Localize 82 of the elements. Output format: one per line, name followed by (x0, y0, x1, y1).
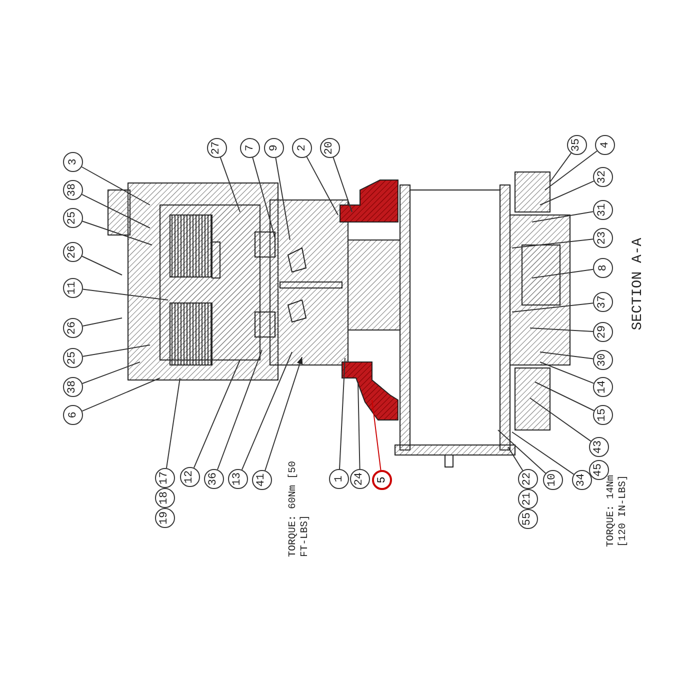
callout-number: 11 (63, 278, 83, 298)
leader-line (508, 446, 524, 472)
leader-line (82, 318, 122, 326)
callout-number: 30 (593, 350, 613, 370)
torque-note: TORQUE: 14Nm [120 IN-LBS] (606, 474, 630, 547)
callout-number: 34 (572, 470, 592, 490)
leader-line (82, 344, 150, 357)
callout-number: 24 (350, 469, 370, 489)
callout-number: 12 (180, 467, 200, 487)
leader-line (306, 156, 338, 216)
leader-line (512, 302, 594, 312)
callout-number: 43 (589, 437, 609, 457)
callout-number: 22 (518, 469, 538, 489)
leader-line (166, 378, 180, 469)
leader-line (264, 356, 303, 471)
callout-number: 26 (63, 318, 83, 338)
leader-line (372, 400, 382, 471)
leader-line (550, 152, 572, 182)
leader-line (220, 156, 240, 212)
leader-line (512, 432, 574, 475)
leader-line (82, 362, 140, 384)
leader-line (82, 220, 152, 246)
leader-line (193, 360, 240, 468)
callout-number: 31 (593, 200, 613, 220)
callout-number: 1 (329, 469, 349, 489)
callout-number: 23 (593, 228, 613, 248)
leader-line (252, 157, 276, 238)
leader-line (544, 150, 598, 190)
callout-number: 29 (593, 322, 613, 342)
leader-line (530, 328, 594, 332)
callout-number: 26 (63, 242, 83, 262)
callout-number: 5 (372, 470, 392, 490)
leader-line (532, 268, 594, 278)
leader-line (540, 362, 594, 384)
callout-number: 25 (63, 208, 83, 228)
section-title: SECTION A-A (630, 236, 646, 332)
torque-note: TORQUE: 60Nm [50 FT-LBS] (288, 460, 312, 557)
leader-line (540, 352, 594, 360)
leader-line (82, 256, 122, 276)
callout-number: 36 (204, 469, 224, 489)
callout-number: 20 (320, 138, 340, 158)
callout-number: 19 (155, 508, 175, 528)
callout-number: 27 (207, 138, 227, 158)
leader-line (512, 238, 594, 248)
callout-number: 32 (593, 167, 613, 187)
leader-line (339, 358, 346, 470)
callout-number: 38 (63, 180, 83, 200)
leader-line (530, 398, 592, 442)
callout-number: 45 (589, 460, 609, 480)
leader-line (81, 194, 150, 228)
callout-number: 8 (593, 258, 613, 278)
callout-number: 41 (252, 470, 272, 490)
leader-line (82, 288, 168, 300)
callout-number: 25 (63, 348, 83, 368)
callout-number: 10 (543, 470, 563, 490)
leader-line (332, 156, 352, 212)
leader-line (241, 352, 292, 470)
callout-number: 13 (228, 469, 248, 489)
leader-line (82, 378, 160, 412)
leader-line (275, 157, 290, 240)
leader-line (81, 166, 150, 206)
callout-number: 4 (595, 135, 615, 155)
leader-line (498, 430, 546, 474)
leader-line (540, 180, 594, 206)
callout-number: 55 (518, 509, 538, 529)
leader-line (532, 211, 594, 222)
callout-number: 6 (63, 405, 83, 425)
leader-line (534, 382, 594, 412)
callout-number: 9 (264, 138, 284, 158)
callout-number: 38 (63, 377, 83, 397)
callout-number: 7 (240, 138, 260, 158)
callout-number: 37 (593, 292, 613, 312)
callout-number: 17 (155, 468, 175, 488)
callout-number: 18 (155, 488, 175, 508)
callout-number: 2 (292, 138, 312, 158)
callout-number: 14 (593, 377, 613, 397)
callout-number: 35 (567, 135, 587, 155)
callout-number: 21 (518, 489, 538, 509)
leader-line (358, 382, 360, 470)
leader-line (216, 350, 262, 470)
callout-number: 15 (593, 405, 613, 425)
callout-number: 3 (63, 152, 83, 172)
